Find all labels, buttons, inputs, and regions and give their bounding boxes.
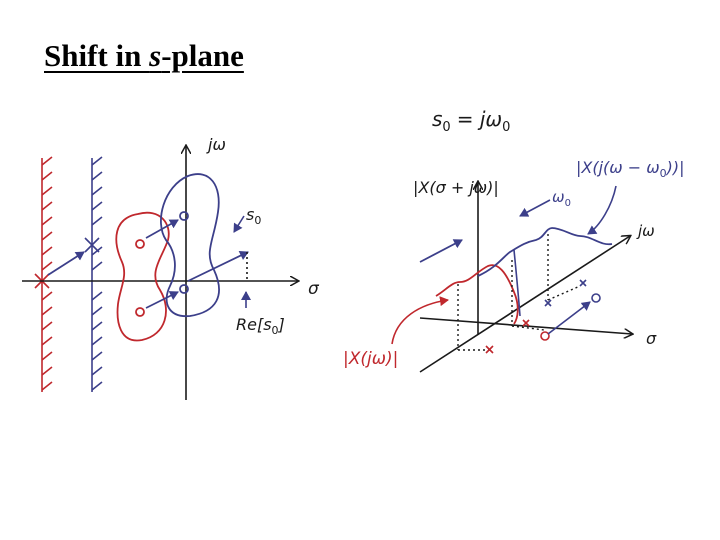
pole-shift-arrow [547,301,591,335]
shift-equation: s0= jω0 [432,107,510,135]
surface-pointer-arrow [419,239,463,263]
shift-arrow-upper [145,219,179,239]
surface-magnitude-label: |X(σ + jω)| [413,178,499,197]
red-magnitude-curve [435,264,519,325]
blue-roc-region [160,173,220,317]
re-s0-label: Re[s0] [236,315,285,337]
s0-vector-arrow [187,250,249,282]
blue-magnitude-drop [513,249,521,317]
red-zero-upper [135,239,145,249]
original-pointer-arrow [391,296,449,345]
jw-axis-3d-label: jω [636,222,655,240]
omega0-label: ω0 [552,188,571,209]
shifted-magnitude-label: |X(j(ω − ω0))| [576,158,685,180]
s-plane-diagram: jω σ s0 Re[s0] [22,135,320,400]
sigma-axis-label: σ [308,279,320,299]
shift-arrow-lower [145,291,179,309]
s0-label: s0 [246,205,261,227]
red-markers [485,319,550,354]
omega0-pointer-arrow [519,199,551,217]
magnitude-3d-diagram: s0= jω0 jω σ [343,107,685,373]
blue-hatched-boundary [84,156,103,392]
projection-lines [457,234,581,351]
blue-markers [544,279,601,307]
red-zero-lower [135,307,145,317]
jw-axis-label: jω [206,135,226,154]
blue-zero-upper [179,211,189,221]
boundary-shift-arrow [47,251,85,276]
blue-zero-lower [179,284,189,294]
red-hatched-boundary [34,156,53,392]
shifted-pointer-arrow [587,185,617,235]
sigma-axis-3d [419,317,632,334]
original-magnitude-label: |X(jω)| [343,349,398,369]
slide-title: Shift in s-plane [44,38,244,73]
jw-axis-3d [419,236,630,373]
red-roc-region [115,211,170,342]
blue-magnitude-curve [477,227,613,277]
s0-pointer-arrow [233,215,245,233]
sigma-axis-3d-label: σ [646,329,657,348]
